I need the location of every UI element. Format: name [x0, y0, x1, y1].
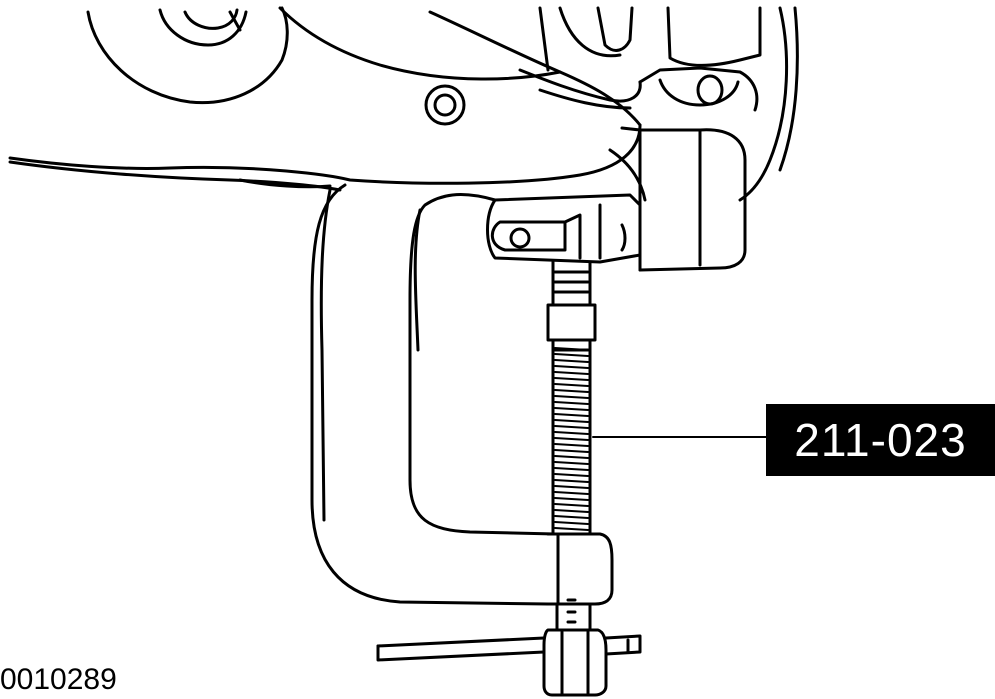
screw-thread-line: [554, 503, 589, 507]
screw-thread-line: [554, 383, 589, 387]
steering-knuckle: [8, 6, 642, 192]
screw-thread-line: [554, 371, 589, 375]
screw-thread-line: [554, 497, 589, 501]
press-adapter: [486, 193, 642, 264]
tool-number-callout: 211-023: [766, 404, 995, 476]
tommy-bar: [376, 634, 642, 662]
screw-thread-line: [554, 377, 589, 381]
screw-thread-line: [554, 473, 589, 477]
screw-thread-line: [554, 395, 589, 399]
figure-id-label: 0010289: [0, 663, 117, 696]
screw-thread-line: [554, 437, 589, 441]
screw-thread-line: [554, 527, 589, 531]
wheel-hub: [86, 6, 289, 105]
screw-thread-line: [554, 413, 589, 417]
screw-thread-line: [554, 431, 589, 435]
screw-thread-line: [554, 425, 589, 429]
screw-thread-line: [554, 515, 589, 519]
screw-thread-line: [554, 509, 589, 513]
screw-thread-line: [554, 365, 589, 369]
screw-thread-line: [554, 461, 589, 465]
screw-thread-line: [554, 485, 589, 489]
screw-thread-line: [554, 419, 589, 423]
screw-thread-line: [554, 389, 589, 393]
screw-thread-line: [554, 401, 589, 405]
screw-thread-line: [554, 449, 589, 453]
screw-thread-line: [554, 521, 589, 525]
screw-thread-line: [554, 491, 589, 495]
screw-thread-line: [554, 359, 589, 363]
c-clamp-frame: [310, 183, 614, 606]
screw-thread-line: [554, 407, 589, 411]
screw-thread-line: [554, 443, 589, 447]
screw-thread-line: [554, 467, 589, 471]
screw-thread-line: [554, 353, 589, 357]
screw-thread-line: [554, 455, 589, 459]
screw-thread-line: [554, 479, 589, 483]
forcing-screw: [542, 260, 608, 697]
screw-thread-line: [554, 347, 589, 351]
